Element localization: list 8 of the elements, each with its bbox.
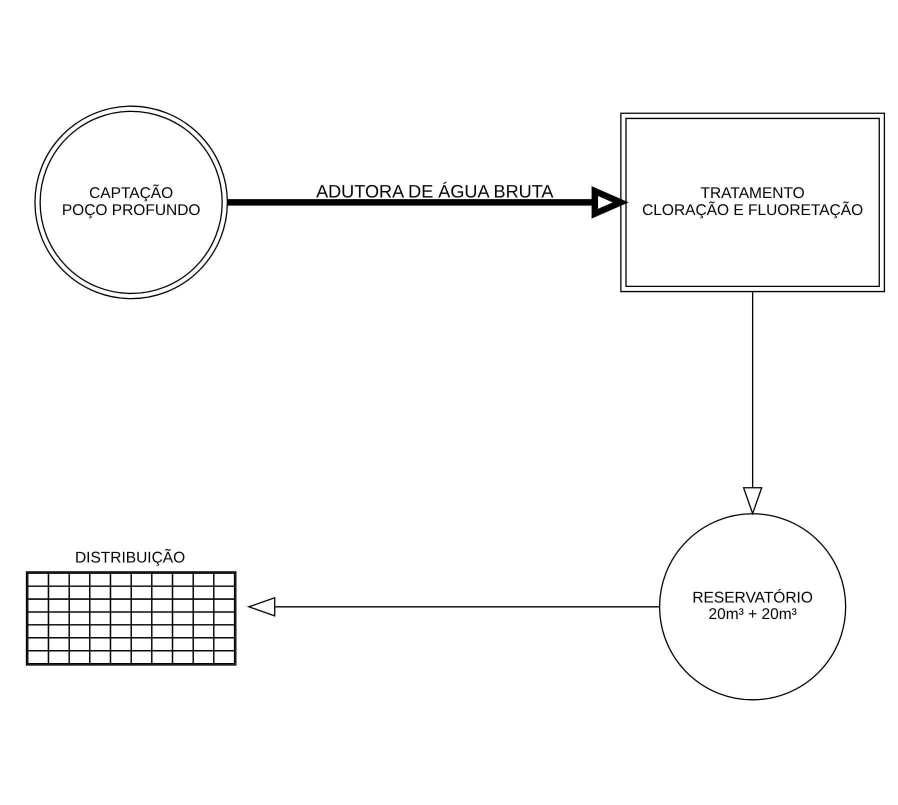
edge-label: ADUTORA DE ÁGUA BRUTA (316, 180, 554, 201)
arrow (742, 291, 763, 516)
arrow (227, 186, 629, 218)
node-circle: CAPTAÇÃO POÇO PROFUNDO (34, 105, 228, 299)
arrow (246, 596, 660, 616)
node-box: TRATAMENTO CLORAÇÃO E FLUORETAÇÃO (620, 112, 886, 292)
node-circle: RESERVATÓRIO 20m³ + 20m³ (658, 512, 846, 700)
node-label: DISTRIBUIÇÃO (74, 548, 186, 566)
